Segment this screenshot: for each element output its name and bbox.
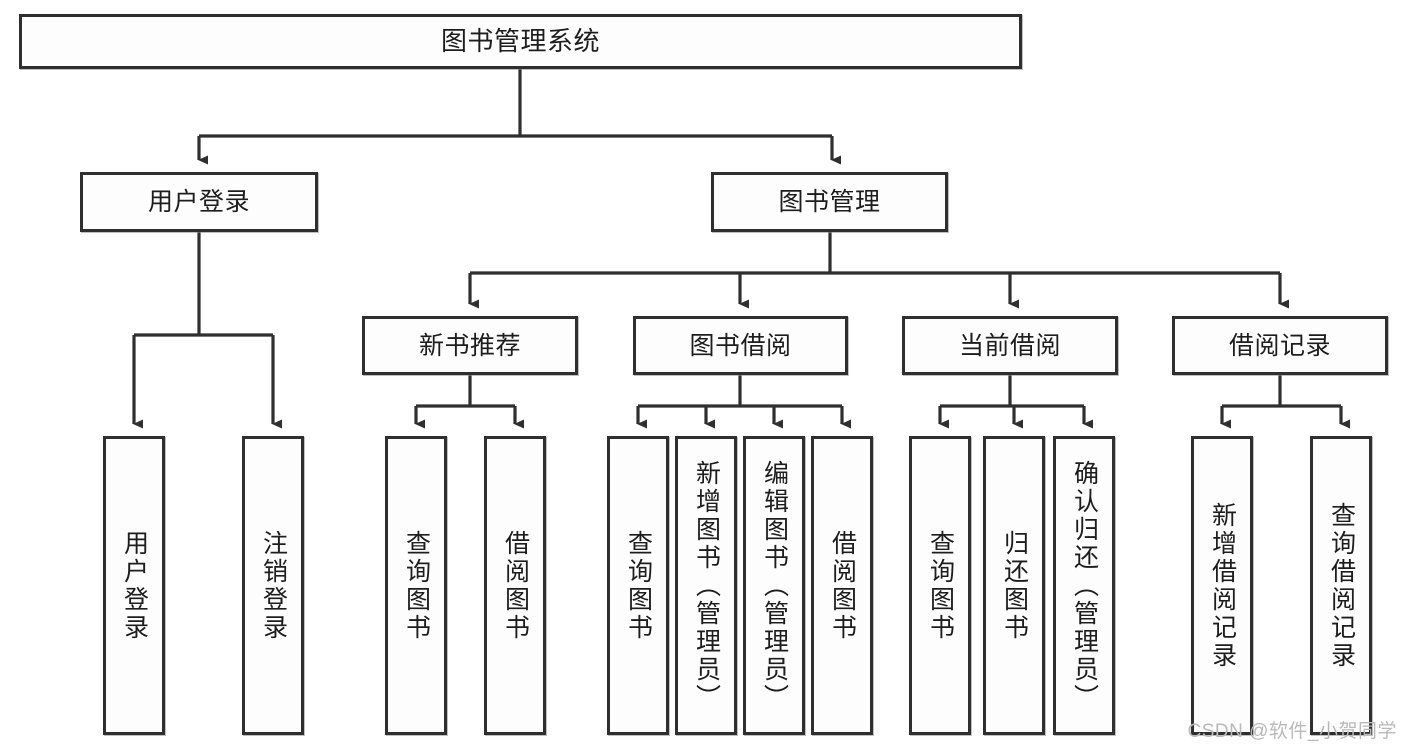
node-leaf-edit-book[interactable]: 编辑图书（管理员） [743, 436, 805, 735]
node-leaf-borrow-book-2[interactable]: 借阅图书 [811, 436, 873, 735]
node-leaf-confirm-return[interactable]: 确认归还（管理员） [1053, 436, 1115, 735]
node-leaf-borrow-book-1-label: 借阅图书 [501, 529, 530, 642]
node-borrow-record-label: 借阅记录 [1228, 331, 1331, 360]
node-leaf-query-book-2-label: 查询图书 [624, 529, 653, 642]
node-leaf-add-book-label: 新增图书（管理员） [692, 459, 721, 712]
csdn-watermark: CSDN @软件_小贺同学 [1187, 721, 1397, 742]
node-leaf-return-book-label: 归还图书 [1000, 529, 1029, 642]
node-root-label: 图书管理系统 [440, 25, 600, 56]
node-leaf-query-record-label: 查询借阅记录 [1327, 501, 1356, 670]
node-leaf-query-book-1-label: 查询图书 [402, 529, 431, 642]
node-root[interactable]: 图书管理系统 [19, 14, 1022, 69]
node-leaf-query-book-2[interactable]: 查询图书 [607, 436, 669, 735]
node-user-login-label: 用户登录 [147, 188, 250, 216]
node-leaf-borrow-book-2-label: 借阅图书 [828, 529, 857, 642]
node-leaf-edit-book-label: 编辑图书（管理员） [760, 459, 789, 712]
node-new-book-recommend-label: 新书推荐 [418, 331, 521, 360]
node-leaf-add-record-label: 新增借阅记录 [1208, 501, 1237, 670]
node-leaf-query-book-3-label: 查询图书 [926, 529, 955, 642]
node-leaf-return-book[interactable]: 归还图书 [983, 436, 1045, 735]
node-leaf-query-book-3[interactable]: 查询图书 [909, 436, 971, 735]
node-borrow-record[interactable]: 借阅记录 [1172, 316, 1388, 375]
node-leaf-user-logout[interactable]: 注销登录 [242, 436, 304, 735]
node-leaf-user-login-label: 用户登录 [120, 529, 149, 642]
node-book-manage[interactable]: 图书管理 [711, 172, 948, 232]
node-leaf-add-record[interactable]: 新增借阅记录 [1191, 436, 1253, 735]
node-current-borrow[interactable]: 当前借阅 [902, 316, 1118, 375]
node-book-manage-label: 图书管理 [778, 188, 881, 216]
node-leaf-borrow-book-1[interactable]: 借阅图书 [484, 436, 546, 735]
node-new-book-recommend[interactable]: 新书推荐 [362, 316, 578, 375]
node-leaf-add-book[interactable]: 新增图书（管理员） [675, 436, 737, 735]
node-user-login[interactable]: 用户登录 [80, 172, 318, 232]
node-book-borrow-label: 图书借阅 [689, 331, 792, 360]
node-book-borrow[interactable]: 图书借阅 [633, 316, 848, 375]
node-leaf-user-logout-label: 注销登录 [259, 529, 288, 642]
node-leaf-confirm-return-label: 确认归还（管理员） [1070, 459, 1099, 712]
node-current-borrow-label: 当前借阅 [958, 331, 1061, 360]
node-leaf-user-login[interactable]: 用户登录 [103, 436, 165, 735]
node-leaf-query-book-1[interactable]: 查询图书 [385, 436, 447, 735]
node-leaf-query-record[interactable]: 查询借阅记录 [1310, 436, 1372, 735]
